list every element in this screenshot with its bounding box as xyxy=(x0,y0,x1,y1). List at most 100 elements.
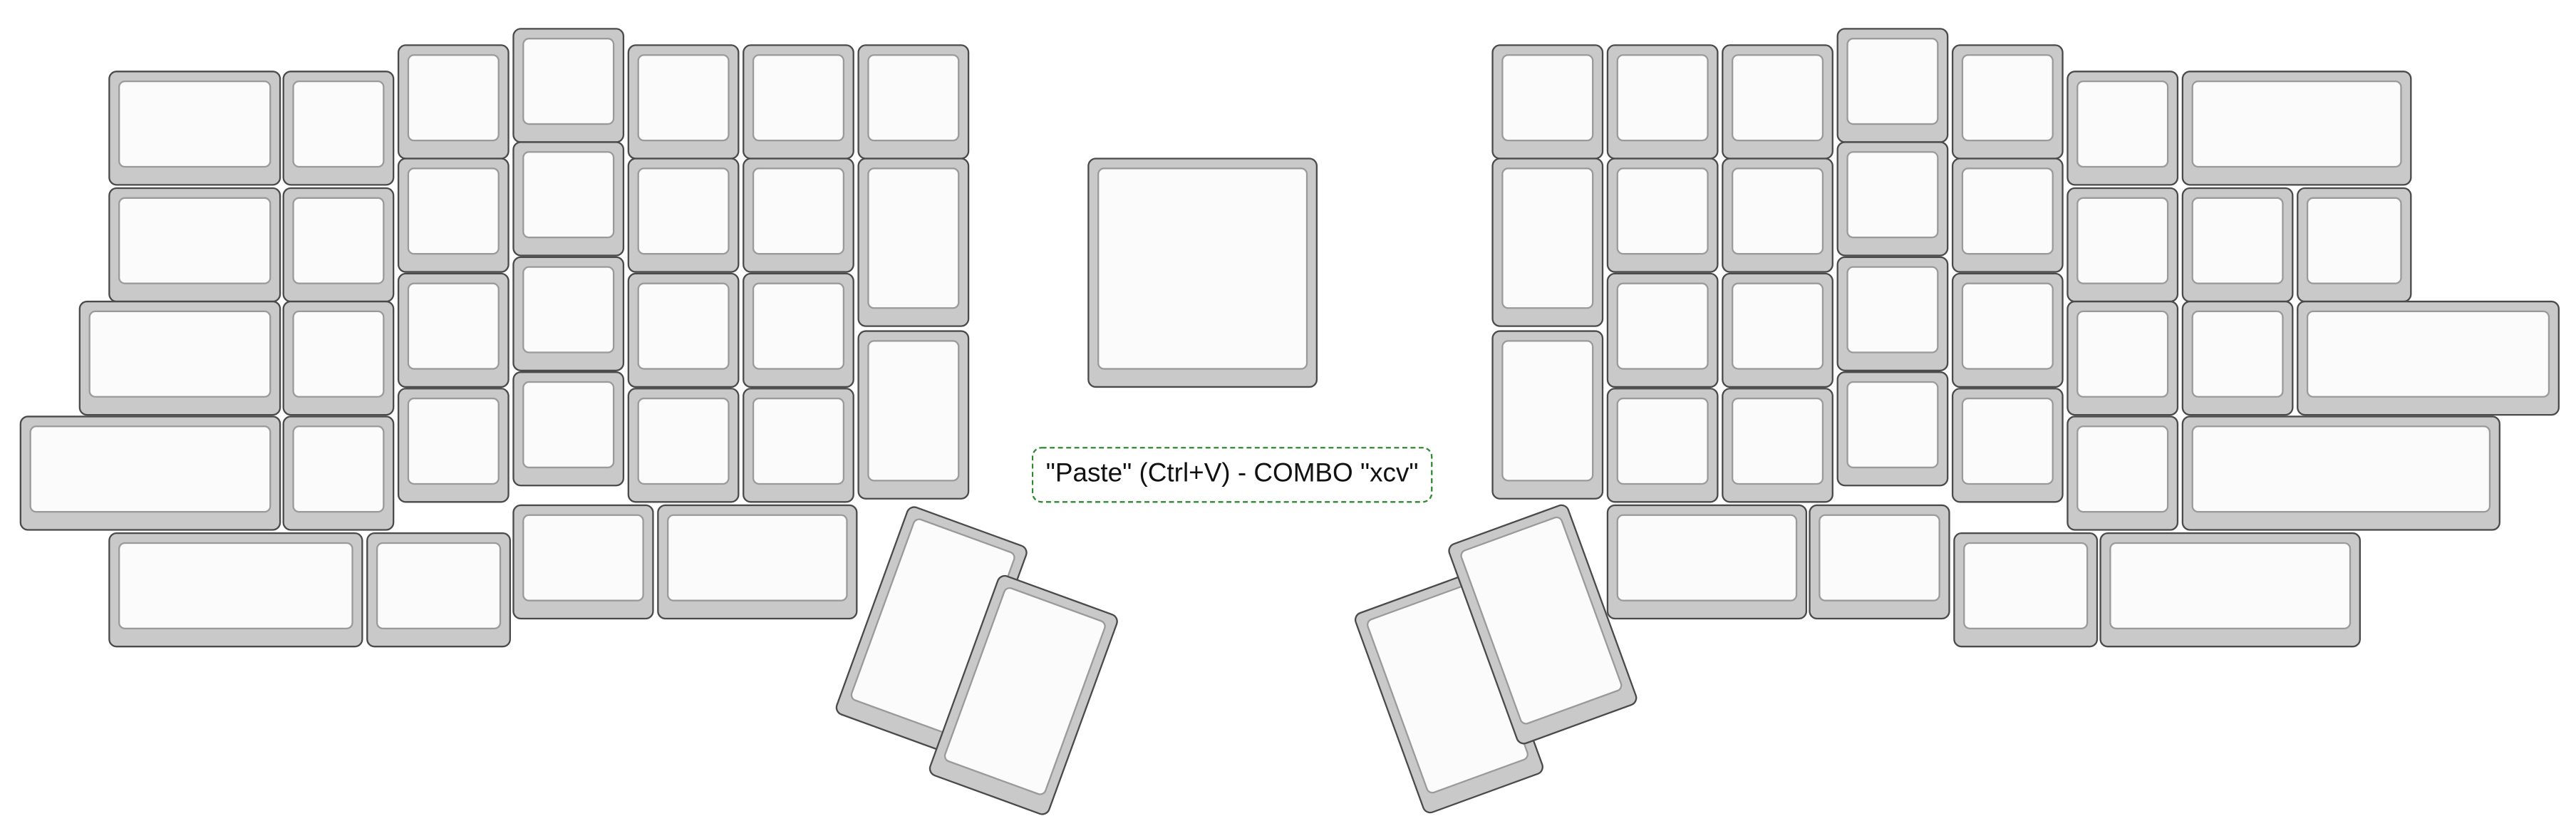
key-1 xyxy=(282,71,395,186)
keycap xyxy=(867,340,960,482)
keycap xyxy=(407,282,500,370)
key-copy xyxy=(857,330,970,500)
keycap xyxy=(407,54,500,142)
key-ctrl-s xyxy=(108,71,281,186)
keycap xyxy=(292,425,385,513)
keycap xyxy=(637,167,730,255)
keycap xyxy=(1961,167,2054,255)
keycap xyxy=(1846,381,1939,469)
keycap xyxy=(1846,38,1939,125)
keycap xyxy=(867,167,960,309)
keycap xyxy=(2306,197,2402,284)
key-c xyxy=(512,371,625,487)
key-ctrl-cmd-r xyxy=(1953,532,2099,648)
keycap xyxy=(637,397,730,485)
keycap xyxy=(1097,167,1308,370)
key-7 xyxy=(1722,44,1833,160)
key-f11 xyxy=(2181,187,2294,303)
keycap xyxy=(2306,310,2550,398)
keycap xyxy=(407,167,500,255)
keycap xyxy=(2191,80,2402,168)
key-4 xyxy=(627,44,740,160)
key-cut xyxy=(857,158,970,327)
key-z xyxy=(282,415,395,531)
keycap xyxy=(1819,514,1940,602)
keycap xyxy=(637,54,730,142)
keycap xyxy=(1731,167,1824,255)
key-r-blank-mid xyxy=(1491,330,1604,500)
key-3 xyxy=(512,28,625,143)
keycap xyxy=(292,310,385,398)
keycap xyxy=(118,197,271,284)
key-t xyxy=(743,158,854,273)
key-9 xyxy=(1951,44,2064,160)
combo-label: "Paste" (Ctrl+V) - COMBO "xcv" xyxy=(1045,460,1419,488)
keycap xyxy=(2191,310,2284,398)
keycap xyxy=(1731,54,1824,142)
keycap xyxy=(752,54,845,142)
key-alt-r xyxy=(1809,504,1950,620)
key-n xyxy=(1606,388,1719,503)
keycap xyxy=(2109,542,2352,630)
keycap xyxy=(2076,425,2169,513)
key-ctrl-shift-l xyxy=(19,415,281,531)
key-r-blank-top xyxy=(1491,44,1604,160)
key-g xyxy=(743,272,854,388)
keycap xyxy=(2076,80,2169,168)
keycap xyxy=(2191,425,2491,513)
key-slash xyxy=(2067,415,2179,531)
key-esc xyxy=(108,187,281,303)
key-q xyxy=(282,187,395,303)
keycap xyxy=(1616,167,1709,255)
keycap xyxy=(667,514,848,602)
key-0 xyxy=(2067,71,2179,186)
key-6 xyxy=(1606,44,1719,160)
key-ctrl-cmd-l xyxy=(366,532,512,648)
key-k xyxy=(1836,256,1949,372)
key-r xyxy=(627,158,740,273)
key-quote xyxy=(2181,300,2294,416)
key-o xyxy=(1951,158,2064,273)
keycap xyxy=(637,282,730,370)
key-alt-l xyxy=(512,504,654,620)
keycap xyxy=(88,310,271,398)
keycap xyxy=(1501,54,1594,142)
keycap xyxy=(1961,397,2054,485)
key-v xyxy=(627,388,740,503)
key-y xyxy=(1606,158,1719,273)
key-comma xyxy=(1836,371,1949,487)
key-period xyxy=(1951,388,2064,503)
combo-paste-box: "Paste" (Ctrl+V) - COMBO "xcv" xyxy=(1031,447,1433,503)
keycap xyxy=(1616,397,1709,485)
keycap xyxy=(2076,197,2169,284)
key-s xyxy=(397,272,509,388)
key-l-blank-top xyxy=(857,44,970,160)
keycap xyxy=(1963,542,2089,630)
keycap xyxy=(1501,340,1594,482)
keycap xyxy=(1846,266,1939,353)
keycap xyxy=(292,80,385,168)
key-m xyxy=(1722,388,1833,503)
keycap xyxy=(522,514,644,602)
keycap xyxy=(29,425,271,513)
keycap xyxy=(1616,282,1709,370)
keycap xyxy=(1616,54,1709,142)
keycap xyxy=(118,542,353,630)
key-ctrl-bs xyxy=(2181,415,2500,531)
key-x xyxy=(397,388,509,503)
keycap xyxy=(1731,397,1824,485)
keycap xyxy=(867,54,960,142)
keycap xyxy=(752,282,845,370)
keycap xyxy=(752,397,845,485)
key-8 xyxy=(1836,28,1949,143)
key-ctrl-shift-r xyxy=(2099,532,2362,648)
key-legend xyxy=(1087,158,1318,388)
keycap xyxy=(1616,514,1798,602)
key-i xyxy=(1836,141,1949,257)
key-j xyxy=(1722,272,1833,388)
keycap xyxy=(522,381,615,469)
keycap xyxy=(1501,167,1594,309)
key-b xyxy=(743,388,854,503)
key-p xyxy=(2067,187,2179,303)
keycap xyxy=(522,266,615,353)
